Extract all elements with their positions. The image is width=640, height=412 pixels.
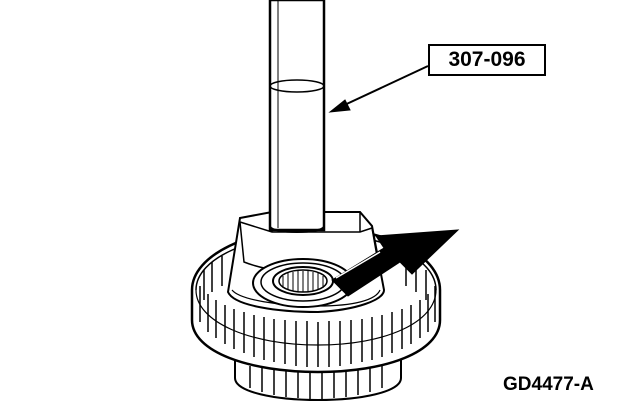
center-bearing: [252, 258, 354, 308]
indicator-arrow: [331, 229, 460, 297]
indicator-arrow-outline: [335, 251, 381, 279]
tool-number-text: 307-096: [448, 48, 526, 71]
tool-shaft: [268, 0, 326, 233]
gear-teeth: [195, 256, 437, 367]
figure-id: GD4477-A: [503, 374, 594, 395]
tool-number-label: 307-096: [428, 44, 546, 76]
label-leader-arrow: [328, 65, 429, 113]
